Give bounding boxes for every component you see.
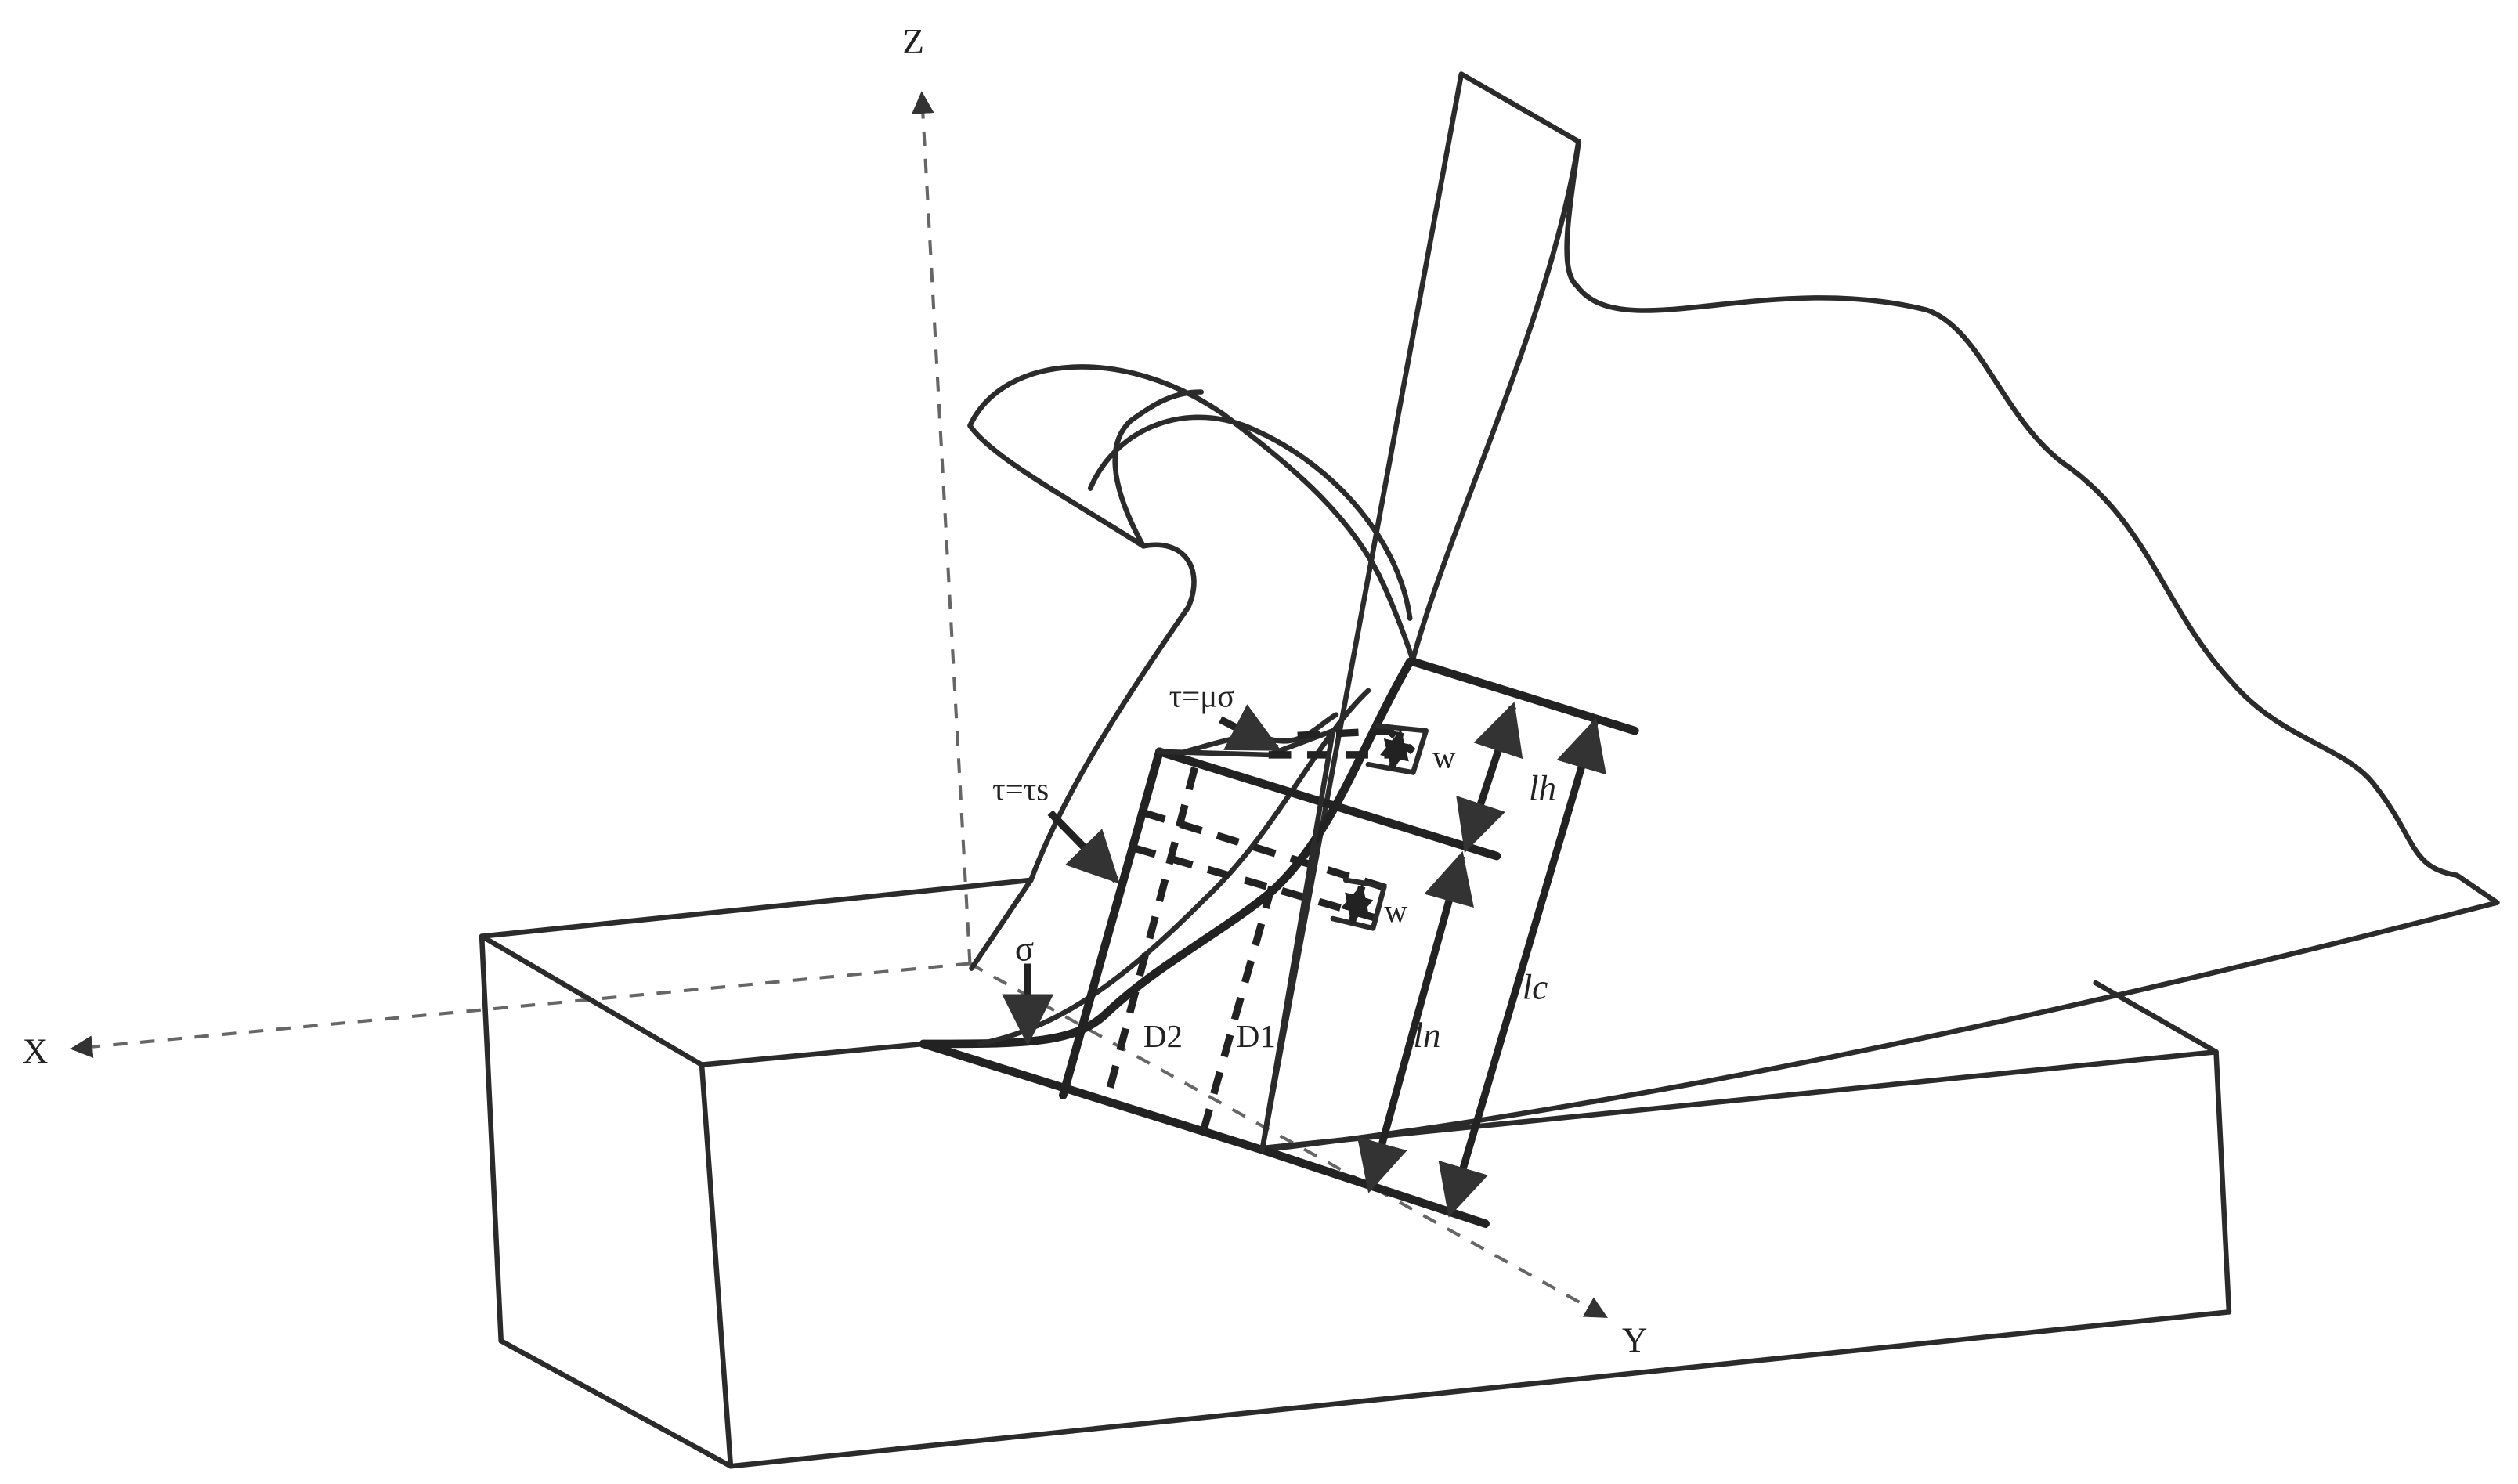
chip-outer-profile: [967, 364, 1416, 971]
w-lower-label: w: [1384, 893, 1407, 929]
tool-inner-edge: [1411, 139, 1581, 662]
zone-left-boundary: [1059, 747, 1164, 1099]
chip: [919, 364, 1416, 1049]
tool-flank-face: [1259, 900, 2500, 1153]
chip-contact-curve: [919, 657, 1414, 1049]
x-axis: [70, 962, 970, 1058]
y-axis-label: Y: [1622, 1321, 1648, 1360]
length-dimensions: [1357, 702, 1606, 1218]
workpiece: [479, 877, 2232, 1469]
label-pointers: [1002, 704, 1281, 1046]
workpiece-top-back-edge: [479, 877, 1034, 939]
w-upper-label: w: [1432, 738, 1456, 774]
d1-dashed-line: [1201, 885, 1276, 1128]
lc-arrow: [1438, 717, 1606, 1218]
workpiece-right-edge: [2093, 980, 2232, 1315]
tau-s-pointer: [1047, 810, 1120, 884]
tool-rake-face: [1259, 71, 1581, 1153]
tool-body-outline: [1564, 139, 2500, 905]
w-upper-arrow: [1380, 729, 1413, 771]
tau-mu-pointer: [1219, 704, 1281, 752]
w-dashed-band-top: [1142, 809, 1399, 895]
coordinate-axes: [70, 91, 1608, 1319]
chip-upper-fold: [1112, 389, 1204, 549]
ln-label: ln: [1413, 1016, 1440, 1055]
d2-label: D2: [1143, 1018, 1183, 1054]
lc-label: lc: [1523, 968, 1548, 1007]
lh-label: lh: [1529, 768, 1556, 807]
workpiece-top-front-edge: [479, 933, 927, 1067]
tau-mu-label: τ=μσ: [1169, 677, 1235, 713]
w-dashed-band-bottom: [1133, 844, 1379, 923]
text-labels: Z X Y σ τ=τs τ=μσ w w lh ln lc D1 D2: [23, 22, 1648, 1360]
workpiece-bottom-edge: [498, 1309, 2232, 1469]
tau-s-label: τ=τs: [992, 771, 1049, 807]
z-axis: [912, 91, 972, 964]
chip-inner-curl: [1087, 414, 1413, 621]
z-axis-label: Z: [902, 22, 924, 61]
zone-tip-line: [1409, 657, 1639, 735]
x-axis-label: X: [23, 1032, 49, 1071]
lh-arrow: [1456, 702, 1523, 854]
y-axis: [969, 962, 1608, 1319]
workpiece-left-edge: [479, 933, 504, 1344]
d2-dashed-line-a: [1104, 767, 1199, 1096]
zone-right-boundary: [1259, 728, 1336, 1153]
workpiece-front-edge: [699, 1062, 734, 1469]
d1-label: D1: [1237, 1018, 1276, 1054]
sigma-label: σ: [1015, 929, 1034, 968]
cutting-tool: [1259, 71, 2500, 1153]
